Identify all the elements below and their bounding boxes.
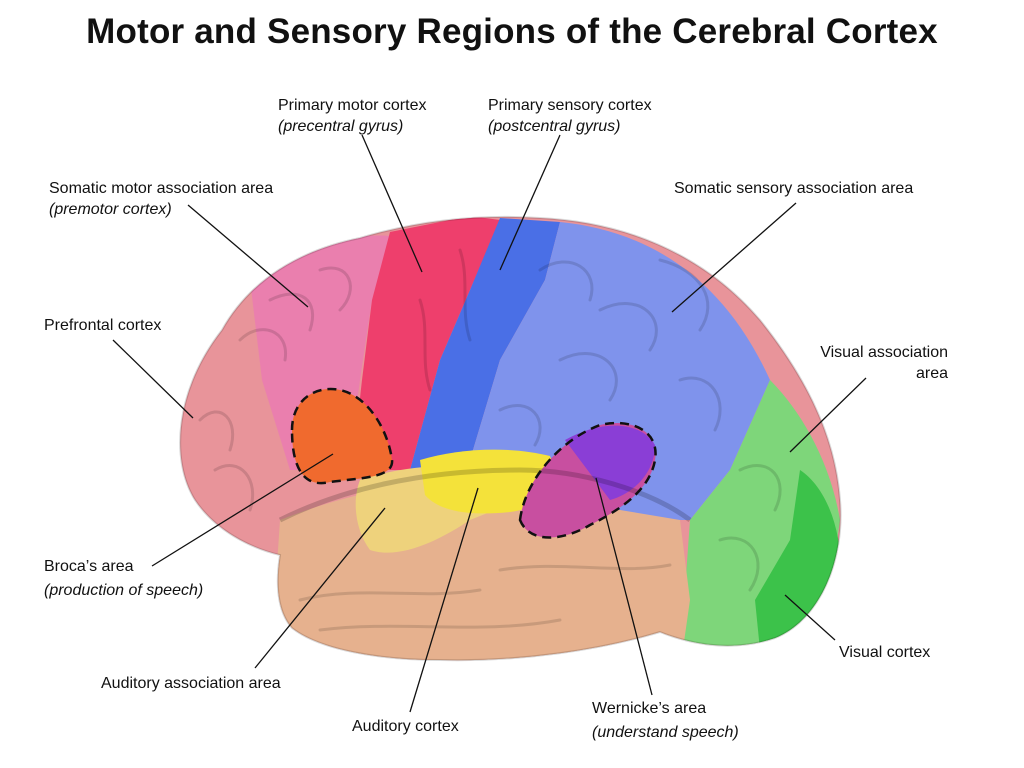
- label-primary-motor: Primary motor cortex (precentral gyrus): [278, 95, 426, 137]
- label-primary-sensory: Primary sensory cortex (postcentral gyru…: [488, 95, 652, 137]
- lateral-sulcus: [278, 467, 692, 523]
- label-primary-motor-sub: (precentral gyrus): [278, 118, 404, 135]
- label-somatic-motor-assoc-sub: (premotor cortex): [49, 201, 172, 218]
- label-primary-sensory-sub: (postcentral gyrus): [488, 118, 621, 135]
- leader-somatic-sensory-assoc: [671, 202, 797, 313]
- leader-wernicke: [595, 477, 653, 696]
- label-primary-sensory-name: Primary sensory cortex: [488, 97, 652, 114]
- label-visual-cortex-name: Visual cortex: [839, 644, 931, 661]
- leader-visual-cortex: [784, 594, 836, 641]
- label-wernicke-sub: (understand speech): [592, 724, 739, 741]
- leader-visual-assoc: [789, 377, 867, 453]
- label-broca-sub: (production of speech): [44, 582, 204, 599]
- label-somatic-motor-assoc: Somatic motor association area (premotor…: [49, 178, 273, 220]
- label-auditory-cortex: Auditory cortex: [352, 716, 459, 737]
- leader-prefrontal: [112, 339, 194, 419]
- leader-auditory-cortex: [409, 487, 479, 713]
- wernicke-dashed-outline: [518, 421, 657, 539]
- label-wernicke: Wernicke’s area (understand speech): [592, 697, 739, 745]
- label-somatic-motor-assoc-name: Somatic motor association area: [49, 180, 274, 197]
- brain-outline: [179, 215, 842, 662]
- label-auditory-assoc: Auditory association area: [101, 673, 281, 694]
- region-primary-sensory: [410, 218, 560, 470]
- leader-primary-sensory: [499, 134, 561, 271]
- leader-auditory-assoc: [254, 507, 386, 669]
- label-prefrontal-name: Prefrontal cortex: [44, 317, 162, 334]
- region-sensory-association: [470, 222, 770, 520]
- region-wernicke-upper: [565, 425, 655, 500]
- broca-dashed-outline: [290, 387, 394, 485]
- figure-title: Motor and Sensory Regions of the Cerebra…: [86, 12, 938, 51]
- label-prefrontal: Prefrontal cortex: [44, 315, 161, 336]
- brain-regions: [180, 216, 841, 661]
- region-primary-motor: [352, 216, 500, 470]
- leader-somatic-motor-assoc: [187, 204, 309, 308]
- region-auditory-cortex: [420, 449, 554, 514]
- label-auditory-assoc-name: Auditory association area: [101, 675, 281, 692]
- leader-lines: [112, 134, 867, 713]
- region-broca: [292, 389, 393, 484]
- label-visual-assoc-line2: area: [915, 365, 948, 382]
- label-broca: Broca’s area (production of speech): [44, 555, 203, 603]
- label-somatic-sensory-assoc: Somatic sensory association area: [674, 178, 913, 199]
- leader-broca: [151, 453, 334, 567]
- label-somatic-sensory-assoc-name: Somatic sensory association area: [674, 180, 914, 197]
- label-visual-cortex: Visual cortex: [839, 642, 930, 663]
- label-visual-assoc: Visual association area: [799, 342, 948, 384]
- label-broca-name: Broca’s area: [44, 558, 134, 575]
- leader-primary-motor: [361, 134, 423, 273]
- label-primary-motor-name: Primary motor cortex: [278, 97, 427, 114]
- label-visual-assoc-line1: Visual association: [820, 344, 948, 361]
- label-wernicke-name: Wernicke’s area: [592, 700, 707, 717]
- gyri-texture: [198, 248, 782, 632]
- label-auditory-cortex-name: Auditory cortex: [352, 718, 459, 735]
